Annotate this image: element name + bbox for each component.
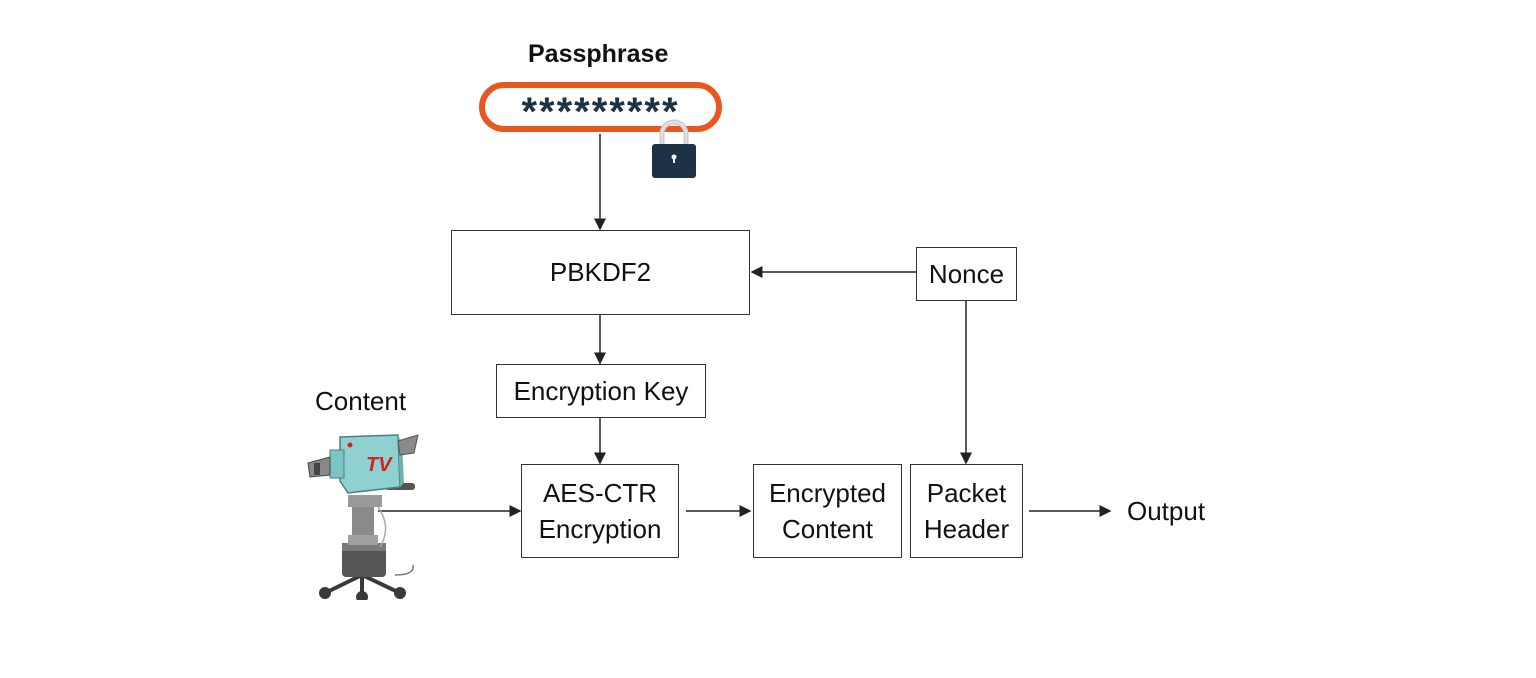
packet-header-node: Packet Header <box>910 464 1023 558</box>
aes-ctr-node: AES-CTR Encryption <box>521 464 679 558</box>
tv-badge: TV <box>366 454 393 476</box>
packet-header-line1: Packet <box>926 477 1007 508</box>
encrypted-content-line1: Encrypted <box>768 477 887 508</box>
pbkdf2-node: PBKDF2 <box>451 230 750 315</box>
passphrase-title: Passphrase <box>528 40 669 68</box>
passphrase-field: ********* <box>479 82 722 134</box>
packet-header-line2: Header <box>923 514 1010 544</box>
encrypted-content-node: Encrypted Content <box>753 464 902 558</box>
output-label: Output <box>1127 496 1206 526</box>
content-label: Content <box>315 386 407 416</box>
lock-icon <box>652 119 696 178</box>
aes-ctr-line1: AES-CTR <box>542 477 658 508</box>
aes-ctr-line2: Encryption <box>538 514 662 544</box>
encryption-key-node: Encryption Key <box>496 364 706 418</box>
nonce-node: Nonce <box>916 247 1017 301</box>
tv-camera-icon: TV <box>307 434 419 600</box>
encrypted-content-line2: Content <box>781 514 874 544</box>
